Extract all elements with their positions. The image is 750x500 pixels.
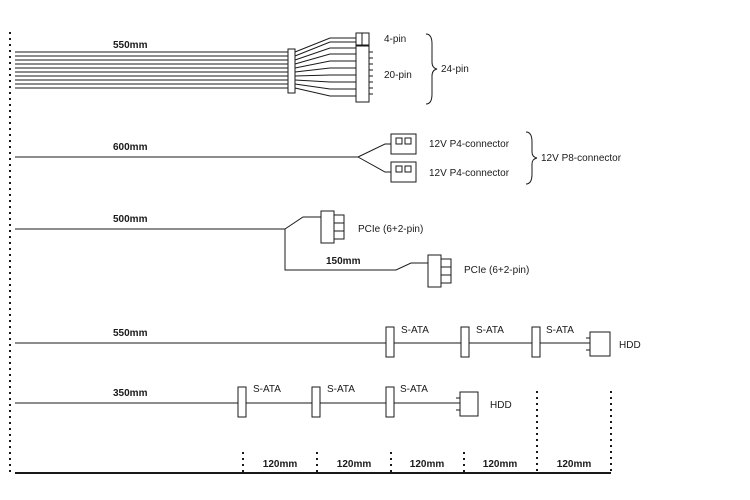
sata-b-label-2: S-ATA	[327, 384, 355, 395]
cpu-p8-label: 12V P8-connector	[541, 153, 622, 164]
atx-cable-length: 550mm	[113, 40, 148, 51]
sata-b-label-hdd: HDD	[490, 400, 512, 411]
spacing-scale: 120mm 120mm 120mm 120mm 120mm	[15, 391, 612, 474]
scale-label-2: 120mm	[337, 459, 372, 470]
sata-a-label-3: S-ATA	[546, 325, 574, 336]
cpu-p4-connector-a	[390, 133, 417, 155]
sata-a-label-hdd: HDD	[619, 340, 641, 351]
pcie-cable: 500mm 150mm PCIe (6+2-pin) PCIe (6+2-pin…	[15, 210, 529, 288]
sata-a-label-1: S-ATA	[401, 325, 429, 336]
sata-cable-a: 550mm S-ATA S-ATA S-ATA HDD	[15, 325, 641, 358]
atx-20pin-connector	[355, 45, 373, 103]
scale-label-1: 120mm	[263, 459, 298, 470]
sata-b-label-1: S-ATA	[253, 384, 281, 395]
pcie-label-second: PCIe (6+2-pin)	[464, 265, 529, 276]
pcie-label-first: PCIe (6+2-pin)	[358, 224, 423, 235]
scale-label-4: 120mm	[483, 459, 518, 470]
cpu-brace	[525, 131, 538, 185]
atx-4pin-connector	[355, 32, 370, 46]
sata-b-label-3: S-ATA	[400, 384, 428, 395]
sata-b-connector-3	[385, 386, 395, 418]
sata-a-connector-3	[531, 326, 541, 358]
pcie-cable-length: 500mm	[113, 214, 148, 225]
sata-b-connector-1	[237, 386, 247, 418]
pcie-connector-second	[427, 254, 452, 288]
pcie-connector-first	[320, 210, 345, 244]
cpu-p4-label-a: 12V P4-connector	[429, 139, 510, 150]
atx-cable-sleeve	[287, 48, 296, 94]
sata-a-length: 550mm	[113, 328, 148, 339]
atx-wire-bundle	[15, 51, 288, 89]
sata-b-connector-2	[311, 386, 321, 418]
atx-brace	[425, 33, 438, 105]
pcie-branch-length: 150mm	[326, 256, 361, 267]
cpu-p4-connector-b	[390, 161, 417, 183]
atx-20pin-label: 20-pin	[384, 70, 412, 81]
sata-a-hdd-connector	[586, 331, 611, 357]
sata-cable-b: 350mm S-ATA S-ATA S-ATA HDD	[15, 384, 512, 418]
atx-4pin-label: 4-pin	[384, 34, 406, 45]
atx-fan-wires	[294, 37, 358, 97]
sata-b-length: 350mm	[113, 388, 148, 399]
scale-label-3: 120mm	[410, 459, 445, 470]
cpu-cable-length: 600mm	[113, 142, 148, 153]
sata-a-connector-1	[385, 326, 395, 358]
atx-cable: 550mm 4-pin 20-pin 24-pin	[15, 32, 469, 105]
sata-a-label-2: S-ATA	[476, 325, 504, 336]
cpu-cable: 600mm 12V P4-connector 12V P4-connector …	[15, 131, 622, 185]
atx-24pin-label: 24-pin	[441, 64, 469, 75]
scale-label-5: 120mm	[557, 459, 592, 470]
cpu-p4-label-b: 12V P4-connector	[429, 168, 510, 179]
sata-a-connector-2	[460, 326, 470, 358]
sata-b-hdd-connector	[456, 391, 479, 417]
